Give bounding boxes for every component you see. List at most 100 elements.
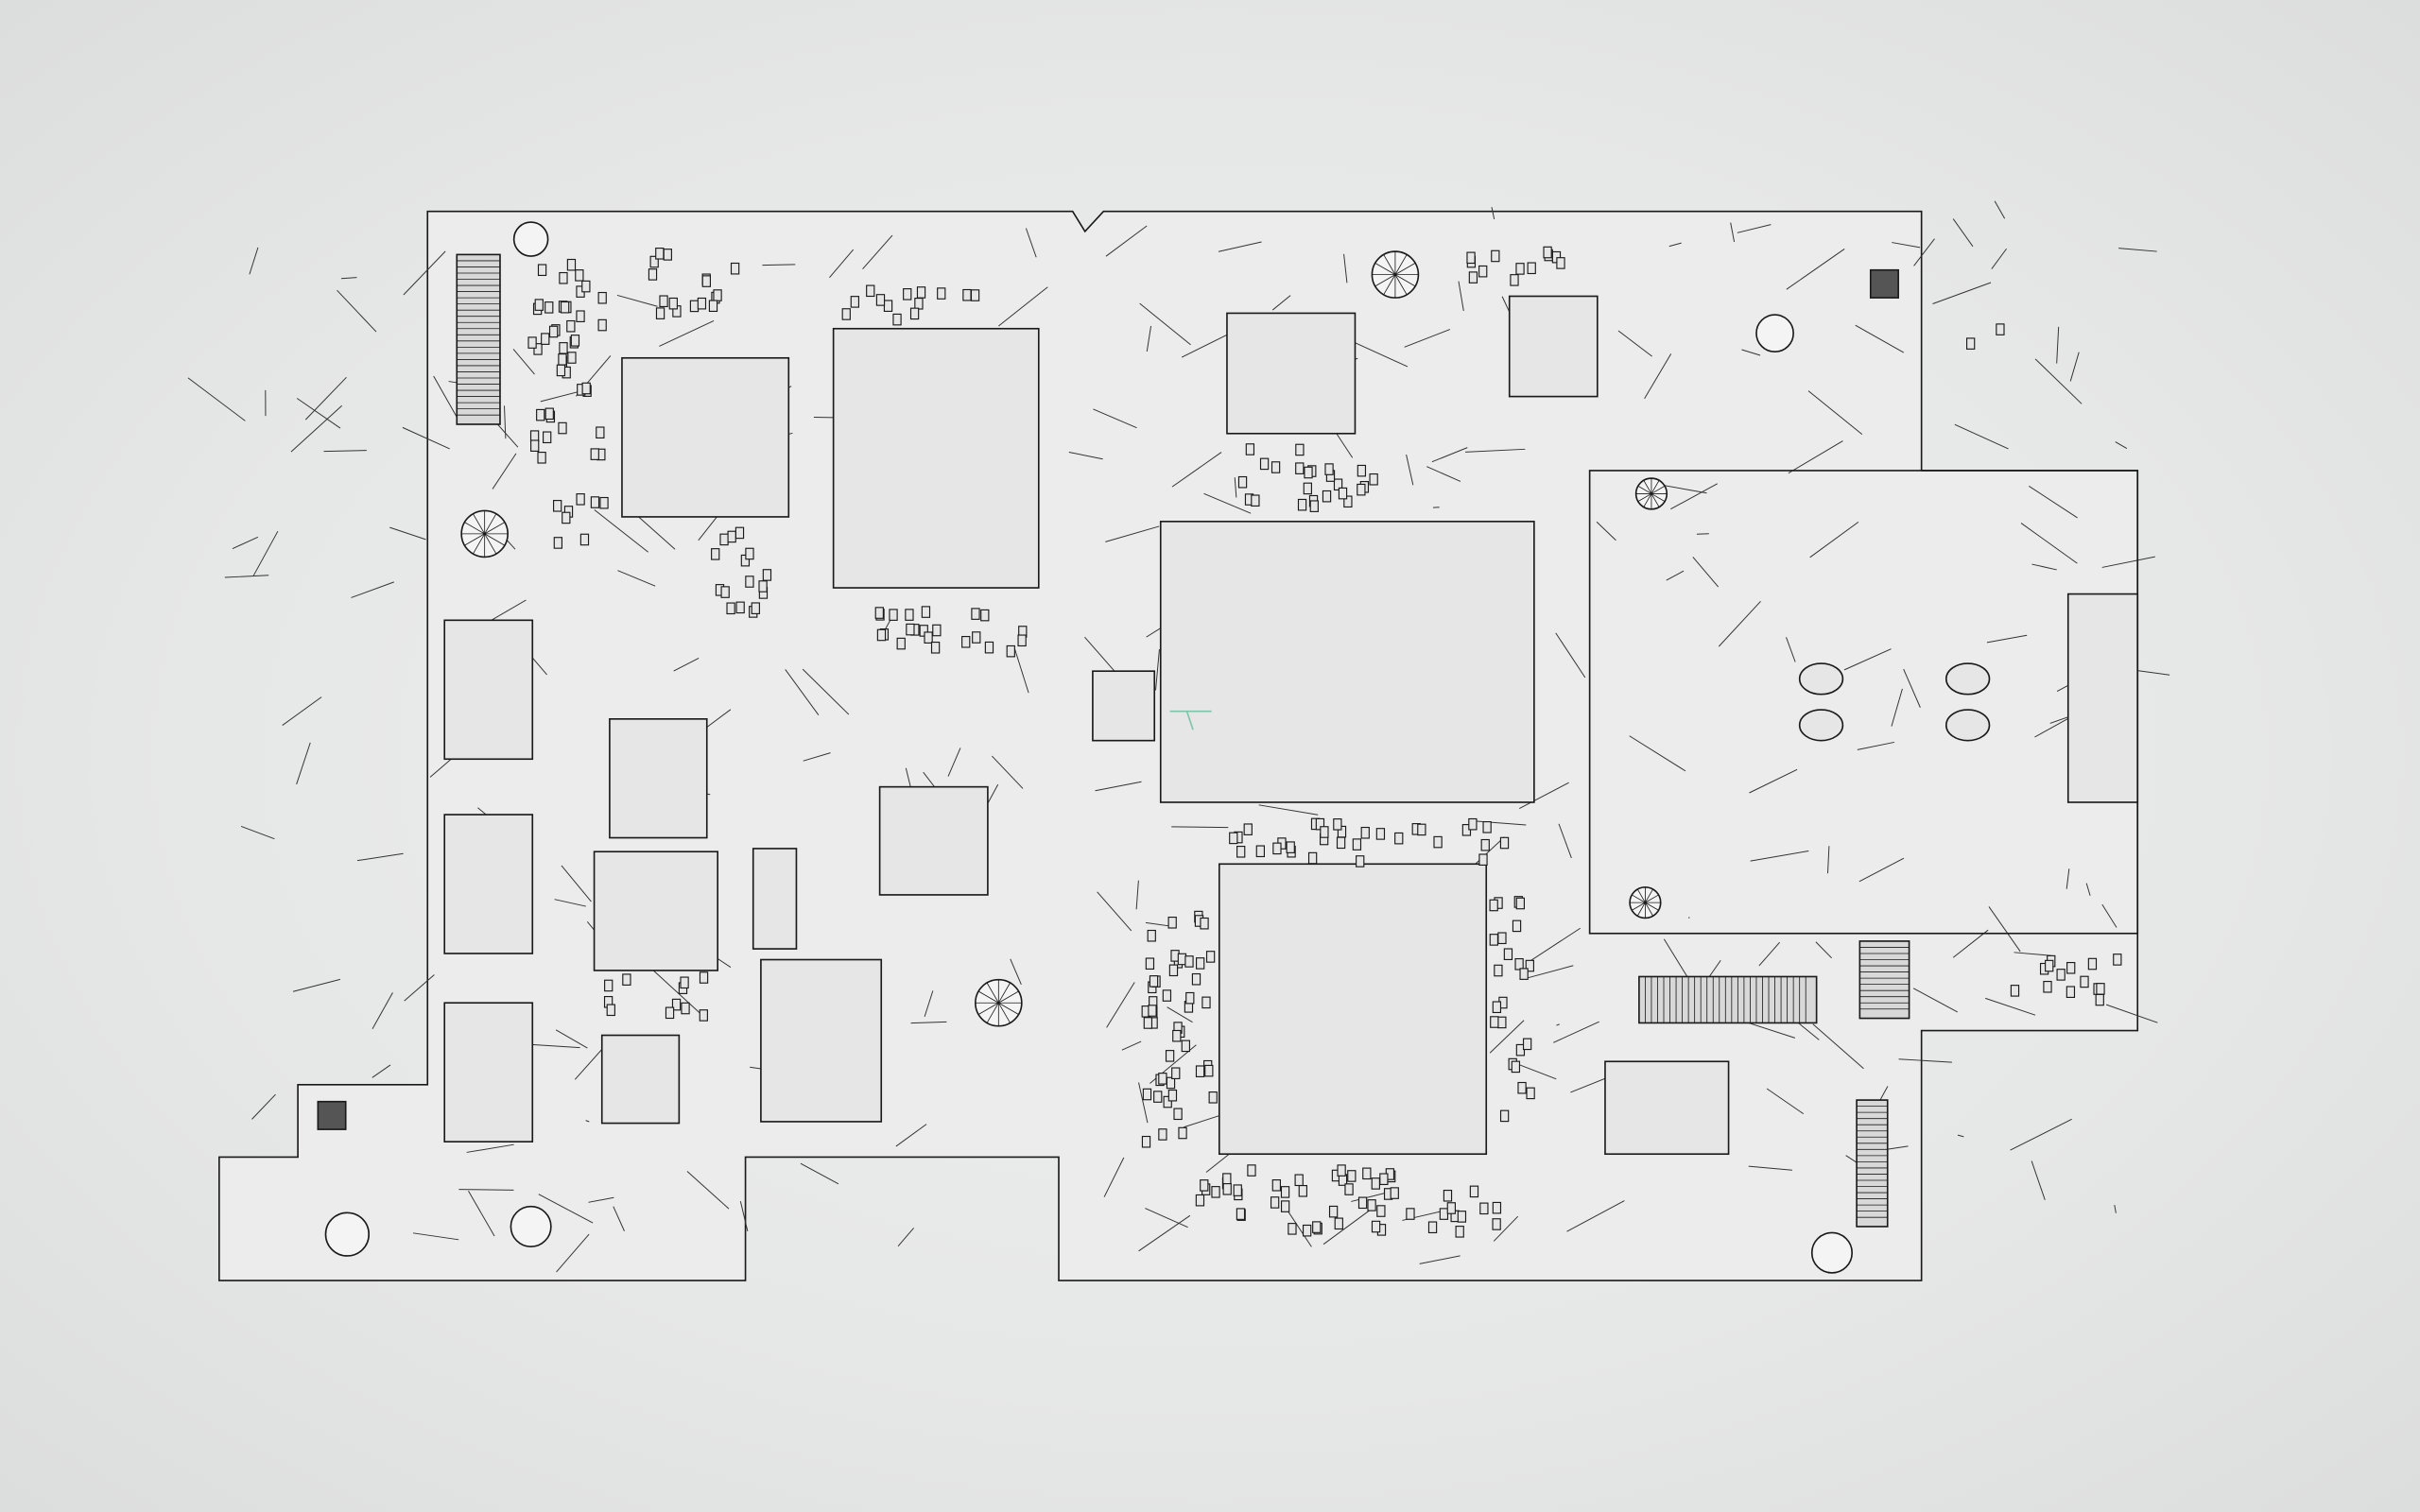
passive-component	[1171, 1067, 1181, 1080]
passive-component	[559, 271, 568, 284]
mesh-edge	[2034, 358, 2083, 404]
passive-component	[534, 299, 544, 311]
mesh-edge	[2020, 523, 2078, 564]
passive-component	[1499, 1109, 1510, 1123]
passive-component	[543, 431, 552, 444]
mesh-edge	[240, 825, 275, 840]
passive-component	[1177, 953, 1187, 966]
passive-component	[1519, 968, 1529, 980]
passive-component	[984, 641, 994, 654]
passive-component	[2056, 969, 2066, 981]
mesh-edge	[1985, 997, 2036, 1016]
via-spoke	[484, 522, 506, 535]
passive-component	[1158, 1073, 1167, 1085]
passive-component	[1482, 821, 1492, 833]
passive-component	[1489, 934, 1498, 946]
passive-component	[751, 602, 760, 614]
mesh-edge	[1181, 333, 1231, 358]
passive-component	[1167, 916, 1177, 929]
passive-component	[566, 258, 577, 271]
passive-component	[1515, 897, 1526, 910]
passive-component	[559, 342, 568, 354]
mesh-edge	[1525, 927, 1581, 965]
passive-component	[708, 300, 718, 313]
mesh-edge	[1556, 1023, 1560, 1026]
via-spoke	[1651, 485, 1666, 494]
passive-component	[567, 352, 577, 364]
lens-pad	[1798, 709, 1844, 742]
passive-component	[1297, 498, 1307, 511]
passive-component	[1204, 1064, 1214, 1077]
passive-component	[596, 426, 605, 439]
mesh-edge	[282, 696, 322, 726]
passive-component	[1195, 1194, 1205, 1207]
mesh-edge	[1892, 242, 1921, 249]
mesh-edge	[1093, 408, 1137, 429]
via-spoke	[1645, 888, 1653, 903]
via-spoke	[1636, 888, 1646, 903]
passive-component	[1512, 919, 1522, 933]
mesh-edge	[1912, 988, 1958, 1013]
passive-component	[924, 631, 933, 644]
passive-component	[575, 269, 584, 282]
passive-component	[1525, 959, 1534, 972]
passive-component	[1211, 1186, 1220, 1198]
mesh-edge	[224, 575, 269, 578]
passive-component	[909, 307, 920, 320]
passive-component	[1390, 1187, 1399, 1199]
mesh-edge	[2029, 486, 2078, 519]
via-spoke	[1651, 480, 1660, 494]
passive-component	[1417, 823, 1426, 836]
via-spoke	[1643, 493, 1652, 507]
mesh-edge	[1171, 826, 1229, 829]
passive-component	[711, 548, 720, 560]
passive-component	[1243, 823, 1253, 835]
passive-component	[1309, 500, 1319, 512]
passive-component	[914, 298, 924, 310]
mesh-edge	[1954, 423, 2009, 450]
mesh-edge	[1465, 448, 1526, 453]
mesh-edge	[1692, 557, 1720, 588]
chip	[443, 619, 534, 761]
passive-component	[663, 249, 672, 261]
mesh-edge	[1952, 218, 1974, 248]
passive-component	[758, 580, 768, 593]
passive-component	[1280, 1186, 1290, 1198]
passive-component	[1497, 1016, 1507, 1029]
mesh-edge	[1670, 483, 1718, 510]
passive-component	[1371, 1177, 1380, 1190]
passive-component	[1367, 1199, 1376, 1211]
passive-component	[622, 973, 631, 986]
passive-component	[1200, 917, 1209, 930]
mesh-edge	[1750, 850, 1809, 862]
mesh-edge	[252, 530, 279, 576]
rf-connector	[317, 1100, 347, 1130]
passive-component	[556, 364, 566, 377]
mesh-edge	[504, 405, 507, 439]
passive-component	[1457, 1211, 1467, 1223]
passive-component	[681, 1002, 690, 1015]
passive-component	[548, 325, 559, 338]
passive-component	[1357, 483, 1366, 496]
mesh-edge	[2118, 248, 2157, 252]
mesh-edge	[2115, 441, 2128, 450]
passive-component	[1191, 972, 1201, 986]
via-spoke	[1645, 894, 1659, 903]
via-spoke	[1643, 480, 1652, 494]
mesh-edge	[585, 1120, 590, 1123]
mesh-edge	[372, 1064, 391, 1078]
passive-component	[1195, 957, 1205, 970]
passive-component	[745, 576, 754, 588]
passive-component	[1490, 1016, 1499, 1028]
via-spoke	[1651, 493, 1666, 502]
mounting-hole	[1810, 1231, 1853, 1274]
via-spoke	[986, 1003, 999, 1023]
passive-component	[1371, 1220, 1381, 1233]
mesh-edge	[1218, 241, 1262, 252]
passive-component	[536, 408, 545, 421]
mesh-edge	[1952, 929, 1989, 958]
mesh-edge	[1473, 820, 1527, 826]
passive-component	[962, 288, 972, 301]
passive-component	[1251, 494, 1260, 507]
